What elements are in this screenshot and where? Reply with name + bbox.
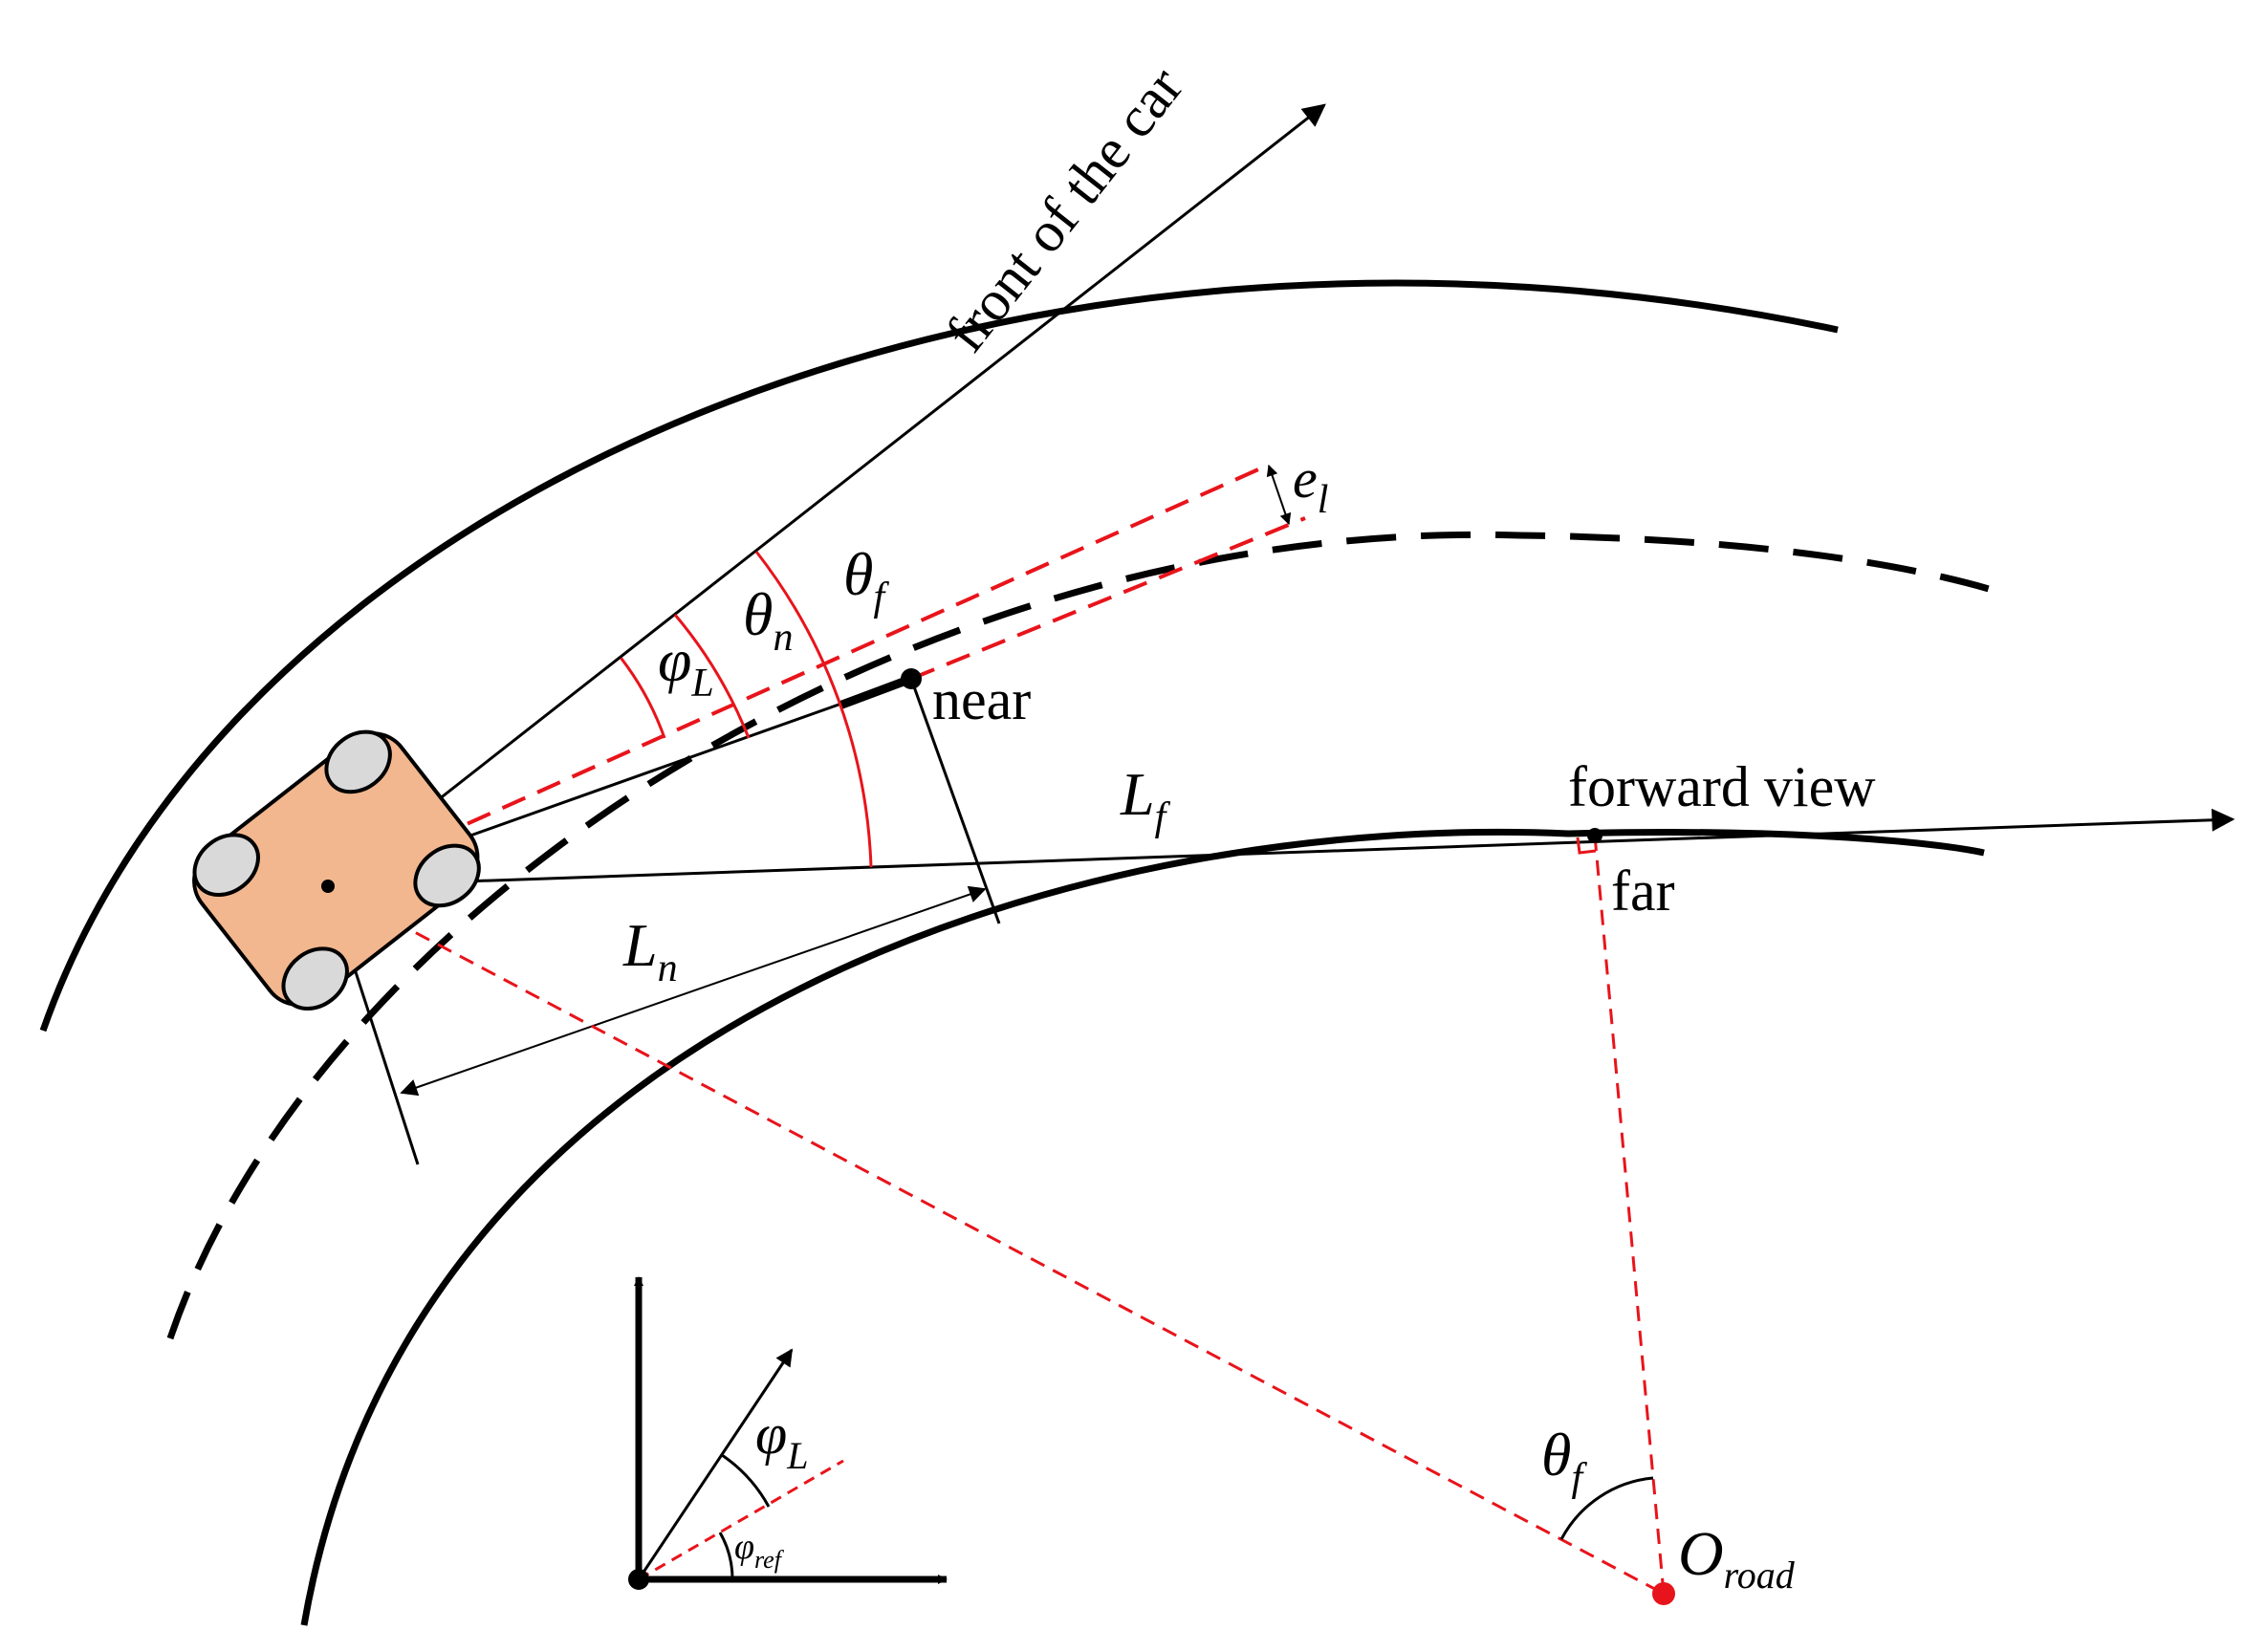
far-point xyxy=(1587,828,1602,843)
red-dashed-lower-ray xyxy=(910,516,1306,681)
red-dashed-upper-ray xyxy=(327,464,1268,888)
inset-phiL-arc xyxy=(721,1453,771,1508)
thetaf-center-arc xyxy=(1559,1476,1654,1540)
inset-phiref-arc xyxy=(718,1532,734,1580)
red-dashed-far-to-center xyxy=(1593,835,1666,1595)
forward-view-line xyxy=(327,808,2235,888)
thetan-label: θn xyxy=(743,580,793,660)
Lf-label: Lf xyxy=(1120,760,1171,839)
thetaf-center-label: θf xyxy=(1541,1421,1587,1500)
front-of-car-line xyxy=(327,103,1326,888)
road-inner-edge xyxy=(300,828,1985,1626)
forward-view-label: forward view xyxy=(1568,755,1876,818)
el-dimension-arrow xyxy=(1266,464,1292,526)
road-outer-edge xyxy=(39,279,1839,1032)
near-label: near xyxy=(932,668,1031,731)
Oroad-label: Oroad xyxy=(1678,1519,1796,1597)
road-center-dashed-line xyxy=(166,531,2010,1340)
red-dashed-car-to-center xyxy=(327,884,1665,1596)
inset-axes xyxy=(628,1276,948,1590)
car-reference-point xyxy=(321,880,335,893)
thetaf-label: θf xyxy=(843,540,889,620)
el-label: el xyxy=(1293,447,1328,522)
inset-reference-dashed xyxy=(638,1459,844,1581)
Ln-label: Ln xyxy=(622,911,678,990)
phiL-angle-arc xyxy=(620,657,666,739)
inset-origin xyxy=(628,1569,649,1590)
front-of-car-label: front of the car xyxy=(933,55,1194,363)
car xyxy=(192,729,481,1011)
inset-heading-vector xyxy=(637,1348,794,1580)
right-angle-marker xyxy=(1576,837,1597,855)
inset-phiL-label: φL xyxy=(755,1402,808,1477)
near-point xyxy=(901,668,922,689)
inset-phiref-label: φref xyxy=(734,1527,785,1574)
thetan-angle-arc xyxy=(673,614,751,739)
wheel-icon xyxy=(413,843,481,908)
wheel-icon xyxy=(281,946,349,1011)
near-perpendicular-tick xyxy=(909,678,1001,924)
road-center-point xyxy=(1652,1582,1675,1605)
wheel-icon xyxy=(192,833,260,897)
far-label: far xyxy=(1611,859,1675,923)
car-body xyxy=(192,731,480,1008)
Ln-dimension-arrow xyxy=(400,885,987,1097)
near-segment-bold xyxy=(838,674,913,710)
phiL-label: φL xyxy=(658,626,714,706)
thetaf-angle-arc xyxy=(754,551,873,868)
wheel-icon xyxy=(324,729,392,794)
